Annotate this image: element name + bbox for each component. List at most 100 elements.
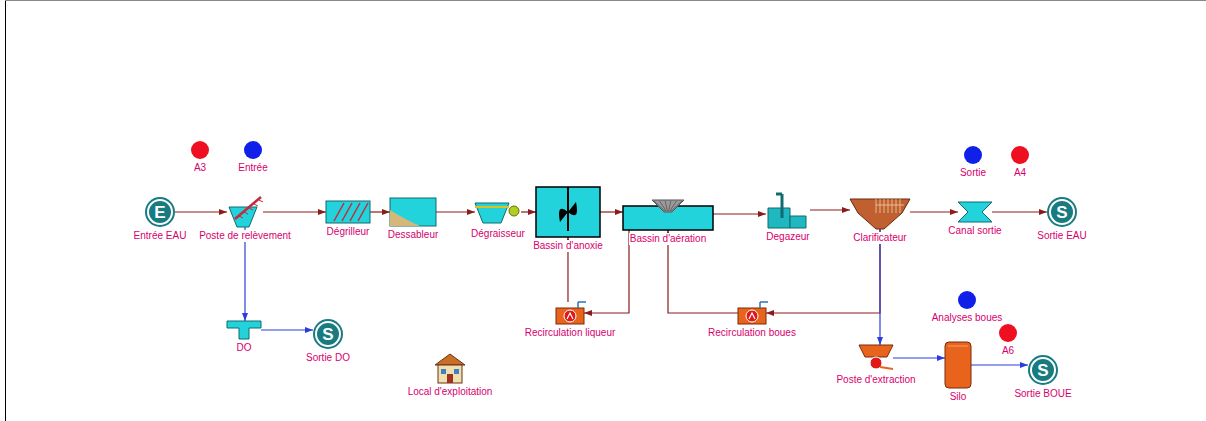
terminal-circle xyxy=(1047,197,1077,227)
house-wall xyxy=(438,365,462,383)
screen-bar xyxy=(334,203,344,221)
status-dot xyxy=(191,141,209,159)
process-icon xyxy=(738,302,766,324)
process-label: Canal sortie xyxy=(947,225,1002,237)
process-label: Sortie EAU xyxy=(1036,230,1087,242)
process-icon xyxy=(945,342,971,388)
screw-flight xyxy=(254,204,258,206)
flow-arrow xyxy=(175,211,227,212)
process-node: Silo xyxy=(945,342,971,403)
status-dot-node: A6 xyxy=(999,324,1017,357)
process-icon xyxy=(536,187,600,237)
icon-drawing xyxy=(766,192,810,228)
process-node: Dessableur xyxy=(387,198,440,241)
icon-drawing xyxy=(958,202,992,222)
pump-wheel xyxy=(564,310,576,322)
flow-arrow xyxy=(810,209,850,210)
degas-outlet xyxy=(790,216,806,228)
icon-drawing xyxy=(536,187,600,237)
flow-arrow xyxy=(971,364,1028,365)
process-node: Clarificateur xyxy=(850,195,910,244)
status-dot xyxy=(1011,146,1029,164)
terminal-letter: S xyxy=(313,319,343,349)
degas-pipe xyxy=(780,194,783,218)
process-node: S Sortie DO xyxy=(305,319,351,364)
screen-bar xyxy=(350,203,360,221)
process-label: Entrée EAU xyxy=(133,230,188,242)
process-icon: S xyxy=(1028,355,1058,385)
process-icon xyxy=(390,198,436,226)
terminal-circle xyxy=(313,319,343,349)
process-node: E Entrée EAU xyxy=(133,197,188,242)
screw-flight xyxy=(249,208,253,210)
aerator-blade xyxy=(665,201,667,211)
process-label: Sortie BOUE xyxy=(1013,388,1072,400)
process-icon xyxy=(623,198,713,230)
clarifier-bridge xyxy=(896,199,897,213)
process-node: Dégraisseur xyxy=(470,199,526,240)
process-label: Degazeur xyxy=(765,231,810,243)
silo-band xyxy=(948,346,968,347)
screw-flight xyxy=(244,212,248,214)
process-node: Bassin d'anoxie xyxy=(532,187,604,252)
process-icon xyxy=(766,192,810,228)
frame-line xyxy=(5,0,1206,1)
overflow-weir xyxy=(227,321,261,339)
process-node: Local d'exploitation xyxy=(407,353,494,398)
process-label: Silo xyxy=(949,391,968,403)
process-label: Sortie DO xyxy=(305,352,351,364)
process-icon: S xyxy=(1047,197,1077,227)
process-icon: E xyxy=(145,197,175,227)
process-icon xyxy=(958,291,976,309)
clarifier-bridge xyxy=(884,199,885,213)
process-icon xyxy=(556,302,584,324)
status-dot xyxy=(964,146,982,164)
terminal-letter: S xyxy=(1028,355,1058,385)
icon-drawing xyxy=(227,197,263,227)
flow-arrow xyxy=(910,211,958,212)
pump-pipe xyxy=(577,302,579,308)
icon-drawing xyxy=(999,324,1017,342)
icon-drawing xyxy=(475,199,521,225)
process-label: A4 xyxy=(1013,167,1027,179)
clarifier-tank xyxy=(850,199,910,229)
house-roof xyxy=(435,354,465,365)
mixer-shaft xyxy=(567,187,569,231)
process-icon xyxy=(964,146,982,164)
status-dot-node: A3 xyxy=(191,141,209,174)
terminal-letter: S xyxy=(1047,197,1077,227)
terminal-circle xyxy=(1028,355,1058,385)
icon-drawing xyxy=(964,146,982,164)
process-icon xyxy=(958,202,992,222)
degas-pipe xyxy=(776,193,782,196)
sand-heap xyxy=(390,210,420,226)
sand-tank xyxy=(390,198,436,226)
clarifier-bridge xyxy=(900,199,901,213)
process-node: Poste d'extraction xyxy=(835,345,916,386)
screw-flight xyxy=(239,216,243,218)
status-dot-node: A4 xyxy=(1011,146,1029,179)
icon-drawing xyxy=(945,342,971,388)
process-label: DO xyxy=(236,342,253,354)
clarifier-bridge xyxy=(888,199,889,213)
pump-wheel xyxy=(746,310,758,322)
screen-bar xyxy=(342,203,352,221)
icon-drawing xyxy=(556,302,584,324)
flow-arrow xyxy=(370,211,390,212)
outlet-channel xyxy=(958,202,992,222)
process-node: DO xyxy=(227,321,261,354)
process-icon xyxy=(227,197,263,227)
process-label: A3 xyxy=(193,162,207,174)
process-node: S Sortie BOUE xyxy=(1013,355,1072,400)
icon-drawing xyxy=(958,291,976,309)
process-label: Dégraisseur xyxy=(470,228,526,240)
process-icon xyxy=(227,321,261,339)
status-dot-node: Entrée xyxy=(237,141,268,174)
process-icon xyxy=(475,199,521,225)
flow-arrow xyxy=(893,357,945,358)
flow-arrow xyxy=(600,211,623,212)
process-label: Poste de relèvement xyxy=(198,230,292,242)
clarifier-bridge xyxy=(880,199,881,213)
